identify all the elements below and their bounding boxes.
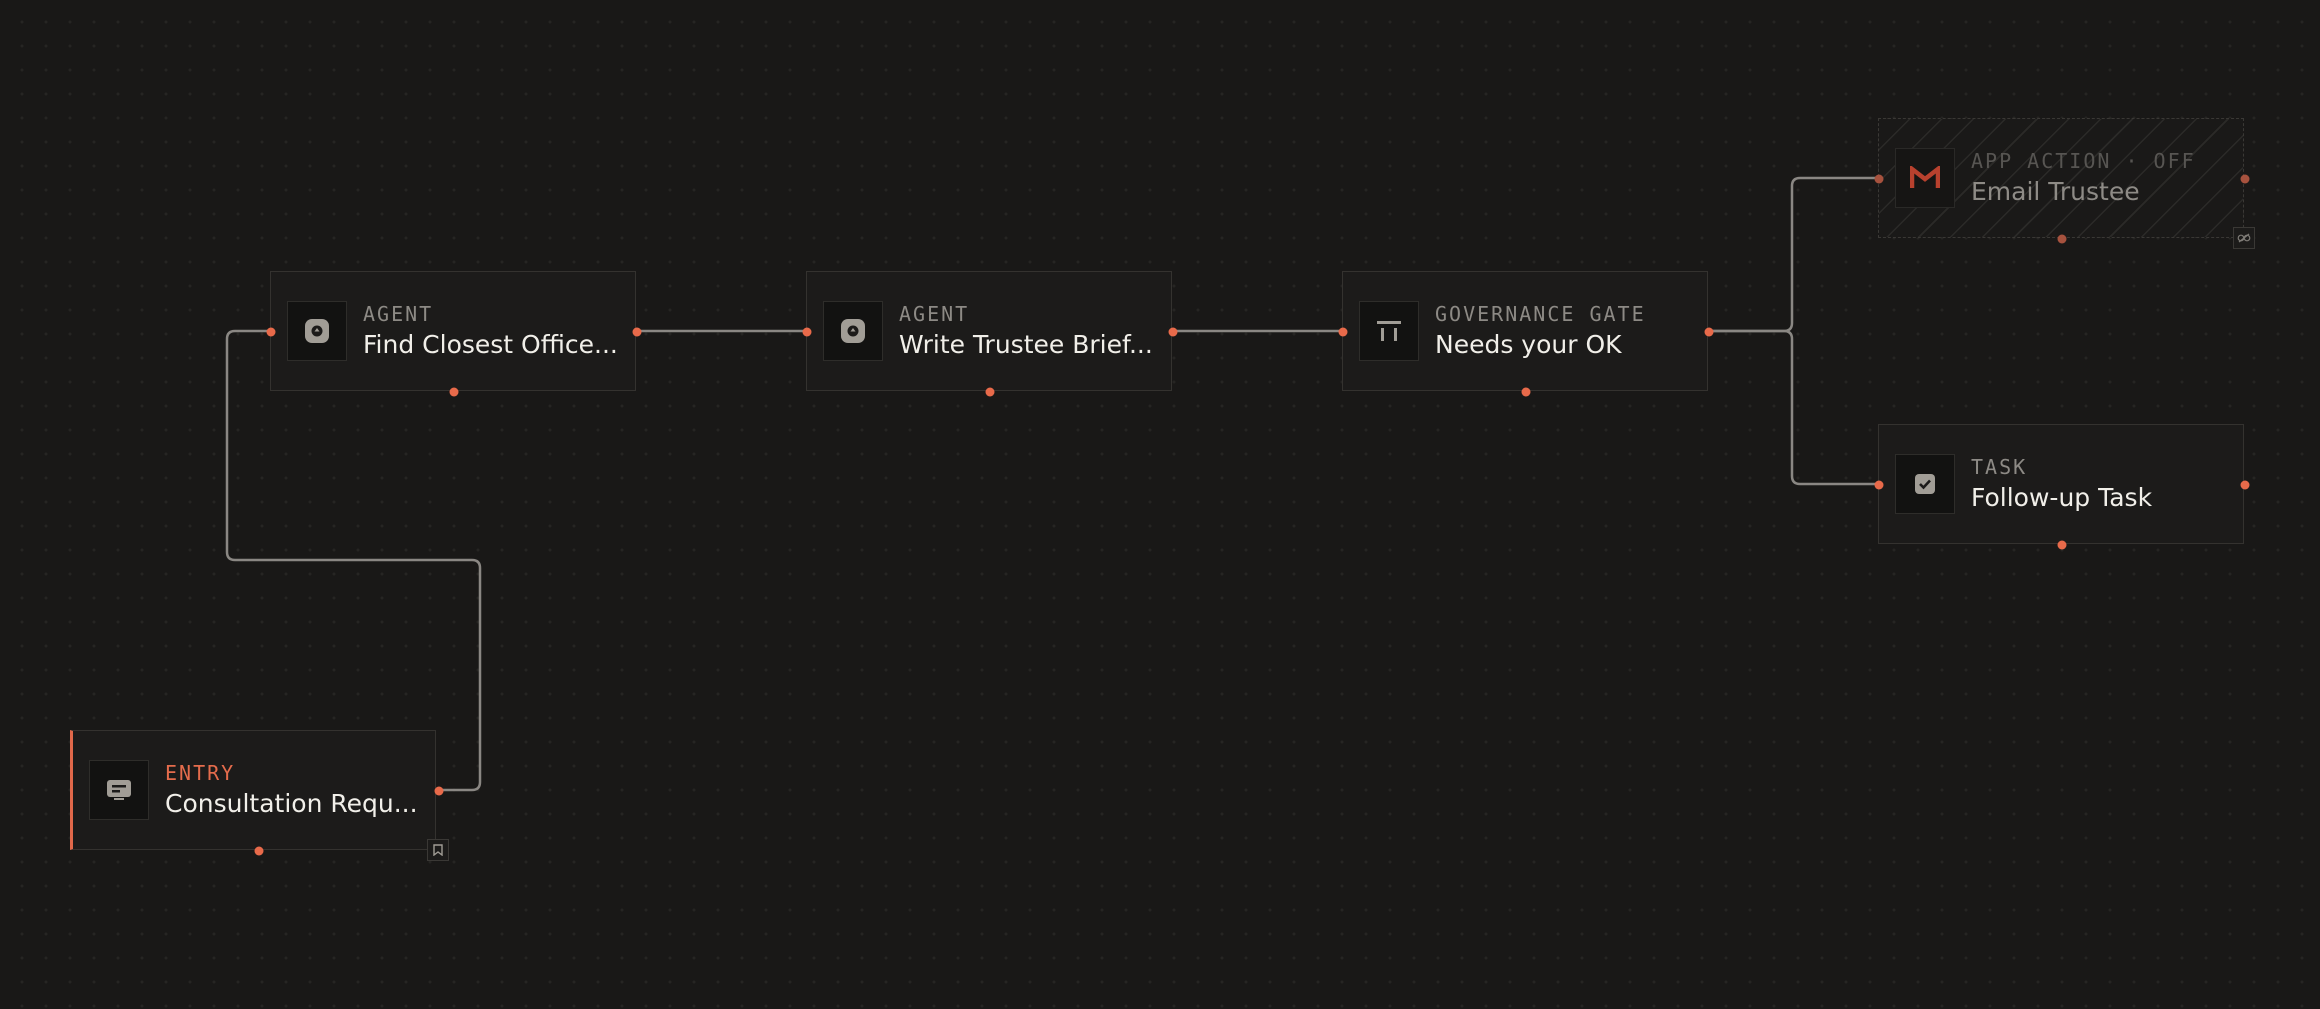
node-kind-label: APP ACTION · OFF [1971, 149, 2196, 173]
output-port[interactable] [632, 327, 642, 337]
input-port[interactable] [1874, 174, 1884, 184]
output-port[interactable] [434, 786, 444, 796]
bottom-port[interactable] [2057, 234, 2067, 244]
input-port[interactable] [1338, 327, 1348, 337]
bottom-port[interactable] [254, 846, 264, 856]
node-kind-label: AGENT [363, 302, 434, 326]
agent-icon [823, 301, 883, 361]
node-title: Email Trustee [1971, 177, 2140, 206]
task-node-follow-up[interactable]: TASK Follow-up Task [1874, 424, 2250, 550]
link-off-icon[interactable] [2233, 227, 2255, 249]
node-title: Follow-up Task [1971, 483, 2153, 512]
gate-icon [1359, 301, 1419, 361]
checkbox-icon [1895, 454, 1955, 514]
edge-gate-to-task[interactable] [1708, 329, 1879, 486]
agent-node-find-closest-office[interactable]: AGENT Find Closest Office... [266, 271, 642, 397]
node-kind-label: ENTRY [165, 761, 236, 785]
output-port[interactable] [2240, 174, 2250, 184]
input-port[interactable] [266, 327, 276, 337]
bottom-port[interactable] [985, 387, 995, 397]
node-kind-label: TASK [1971, 455, 2028, 479]
bottom-port[interactable] [449, 387, 459, 397]
output-port[interactable] [1704, 327, 1714, 337]
entry-node[interactable]: ENTRY Consultation Requ... [70, 730, 449, 861]
node-title: Consultation Requ... [165, 789, 418, 818]
bottom-port[interactable] [1521, 387, 1531, 397]
form-icon [89, 760, 149, 820]
agent-node-write-trustee-brief[interactable]: AGENT Write Trustee Brief... [802, 271, 1178, 397]
node-kind-label: AGENT [899, 302, 970, 326]
agent-icon [287, 301, 347, 361]
edge-entry-to-agent1[interactable] [225, 329, 482, 792]
input-port[interactable] [1874, 480, 1884, 490]
bottom-port[interactable] [2057, 540, 2067, 550]
gmail-icon [1895, 148, 1955, 208]
governance-gate-node[interactable]: GOVERNANCE GATE Needs your OK [1338, 271, 1714, 397]
output-port[interactable] [2240, 480, 2250, 490]
edge-gate-to-email[interactable] [1708, 176, 1879, 333]
app-action-node-email-trustee[interactable]: APP ACTION · OFF Email Trustee [1874, 118, 2255, 249]
output-port[interactable] [1168, 327, 1178, 337]
node-title: Needs your OK [1435, 330, 1622, 359]
bookmark-icon[interactable] [427, 839, 449, 861]
input-port[interactable] [802, 327, 812, 337]
node-title: Write Trustee Brief... [899, 330, 1153, 359]
node-kind-label: GOVERNANCE GATE [1435, 302, 1646, 326]
node-title: Find Closest Office... [363, 330, 618, 359]
